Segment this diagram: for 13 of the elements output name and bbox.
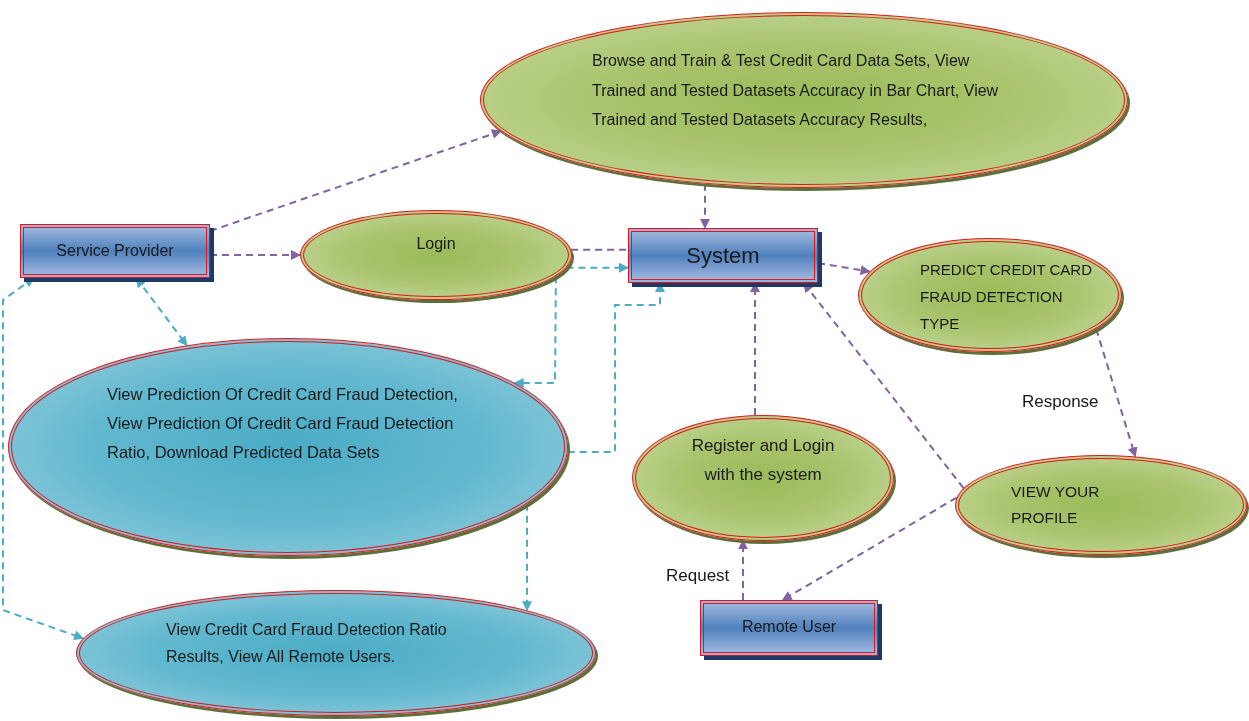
node-text: PREDICT CREDIT CARD FRAUD DETECTION TYPE — [920, 260, 1093, 334]
node-text: Remote User — [740, 617, 838, 637]
edge-label: Response — [1020, 392, 1101, 412]
node-text: Browse and Train & Test Credit Card Data Sets, View Trained and Tested Datasets Accuracy in Bar Chart, View Trained and Tested Datasets Accuracy Results, — [592, 51, 1000, 130]
node-text: VIEW YOUR PROFILE — [1011, 482, 1101, 528]
edge-label: Request — [664, 566, 732, 586]
node-text: Service Provider — [55, 241, 175, 261]
node-text: View Credit Card Fraud Detection Ratio Results, View All Remote Users. — [166, 620, 448, 667]
node-text: View Prediction Of Credit Card Fraud Detection, View Prediction Of Credit Card Fraud Detection Ratio, Download Predicted Data Sets — [107, 384, 459, 463]
node-text: Register and Login with the system — [690, 435, 836, 486]
node-text: System — [685, 243, 761, 269]
node-text: Login — [415, 234, 457, 254]
dashed-line — [570, 248, 629, 251]
